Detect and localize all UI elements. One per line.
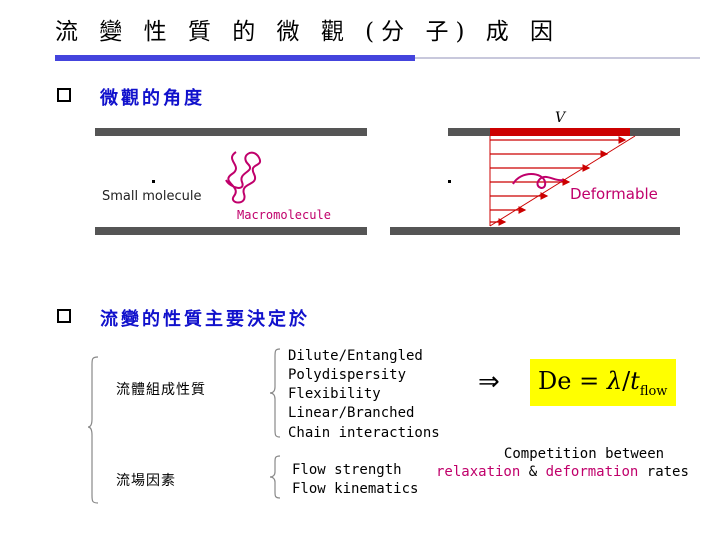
title-underline-thin <box>415 57 700 59</box>
right-bottom-plate <box>390 227 680 235</box>
flow-item: Flow kinematics <box>292 481 419 497</box>
conclusion-line2: relaxation & deformation rates <box>436 464 689 480</box>
composition-item: Chain interactions <box>288 425 440 441</box>
relaxation-text: relaxation <box>436 464 521 480</box>
page-title: 流 變 性 質 的 微 觀 (分 子) 成 因 <box>55 19 561 45</box>
deformable-label: Deformable <box>570 185 658 203</box>
left-bottom-plate <box>95 227 367 235</box>
equation-t: t <box>630 367 640 395</box>
equation-equals: = <box>579 367 600 395</box>
deborah-equation: De = λ/tflow <box>530 359 676 406</box>
title-underline <box>55 55 415 61</box>
composition-brace <box>269 348 281 438</box>
outer-brace <box>87 356 99 504</box>
velocity-label: V <box>555 110 566 126</box>
bullet-icon <box>57 88 71 102</box>
deformation-text: deformation <box>545 464 639 480</box>
equation-lambda: λ <box>606 367 623 395</box>
moving-plate <box>490 128 630 136</box>
composition-item: Linear/Branched <box>288 405 415 421</box>
implies-arrow-icon: ⇒ <box>478 367 500 397</box>
section-heading-determinants: 流變的性質主要決定於 <box>100 309 310 330</box>
composition-item: Polydispersity <box>288 367 407 383</box>
equation-slash: / <box>622 367 631 395</box>
macromolecule-coil-icon <box>225 151 261 204</box>
small-molecule-dot <box>152 180 155 183</box>
rates-text: rates <box>646 464 689 480</box>
composition-item: Flexibility <box>288 386 381 402</box>
conclusion-line1: Competition between <box>503 446 665 462</box>
left-top-plate <box>95 128 367 136</box>
equation-subscript: flow <box>639 383 668 399</box>
section-heading-microscopic: 微觀的角度 <box>100 88 205 109</box>
ampersand-text: & <box>528 464 538 480</box>
flow-field-label: 流場因素 <box>116 473 176 489</box>
bullet-icon <box>57 309 71 323</box>
small-molecule-label: Small molecule <box>102 189 202 204</box>
macromolecule-label: Macromolecule <box>237 208 331 222</box>
flow-brace <box>269 455 281 499</box>
equation-lhs: De <box>538 367 572 395</box>
velocity-profile <box>489 135 636 227</box>
composition-item: Dilute/Entangled <box>288 348 423 364</box>
right-top-plate-end <box>630 128 680 136</box>
flow-item: Flow strength <box>292 462 402 478</box>
right-small-dot <box>448 180 451 183</box>
composition-label: 流體組成性質 <box>116 382 206 398</box>
